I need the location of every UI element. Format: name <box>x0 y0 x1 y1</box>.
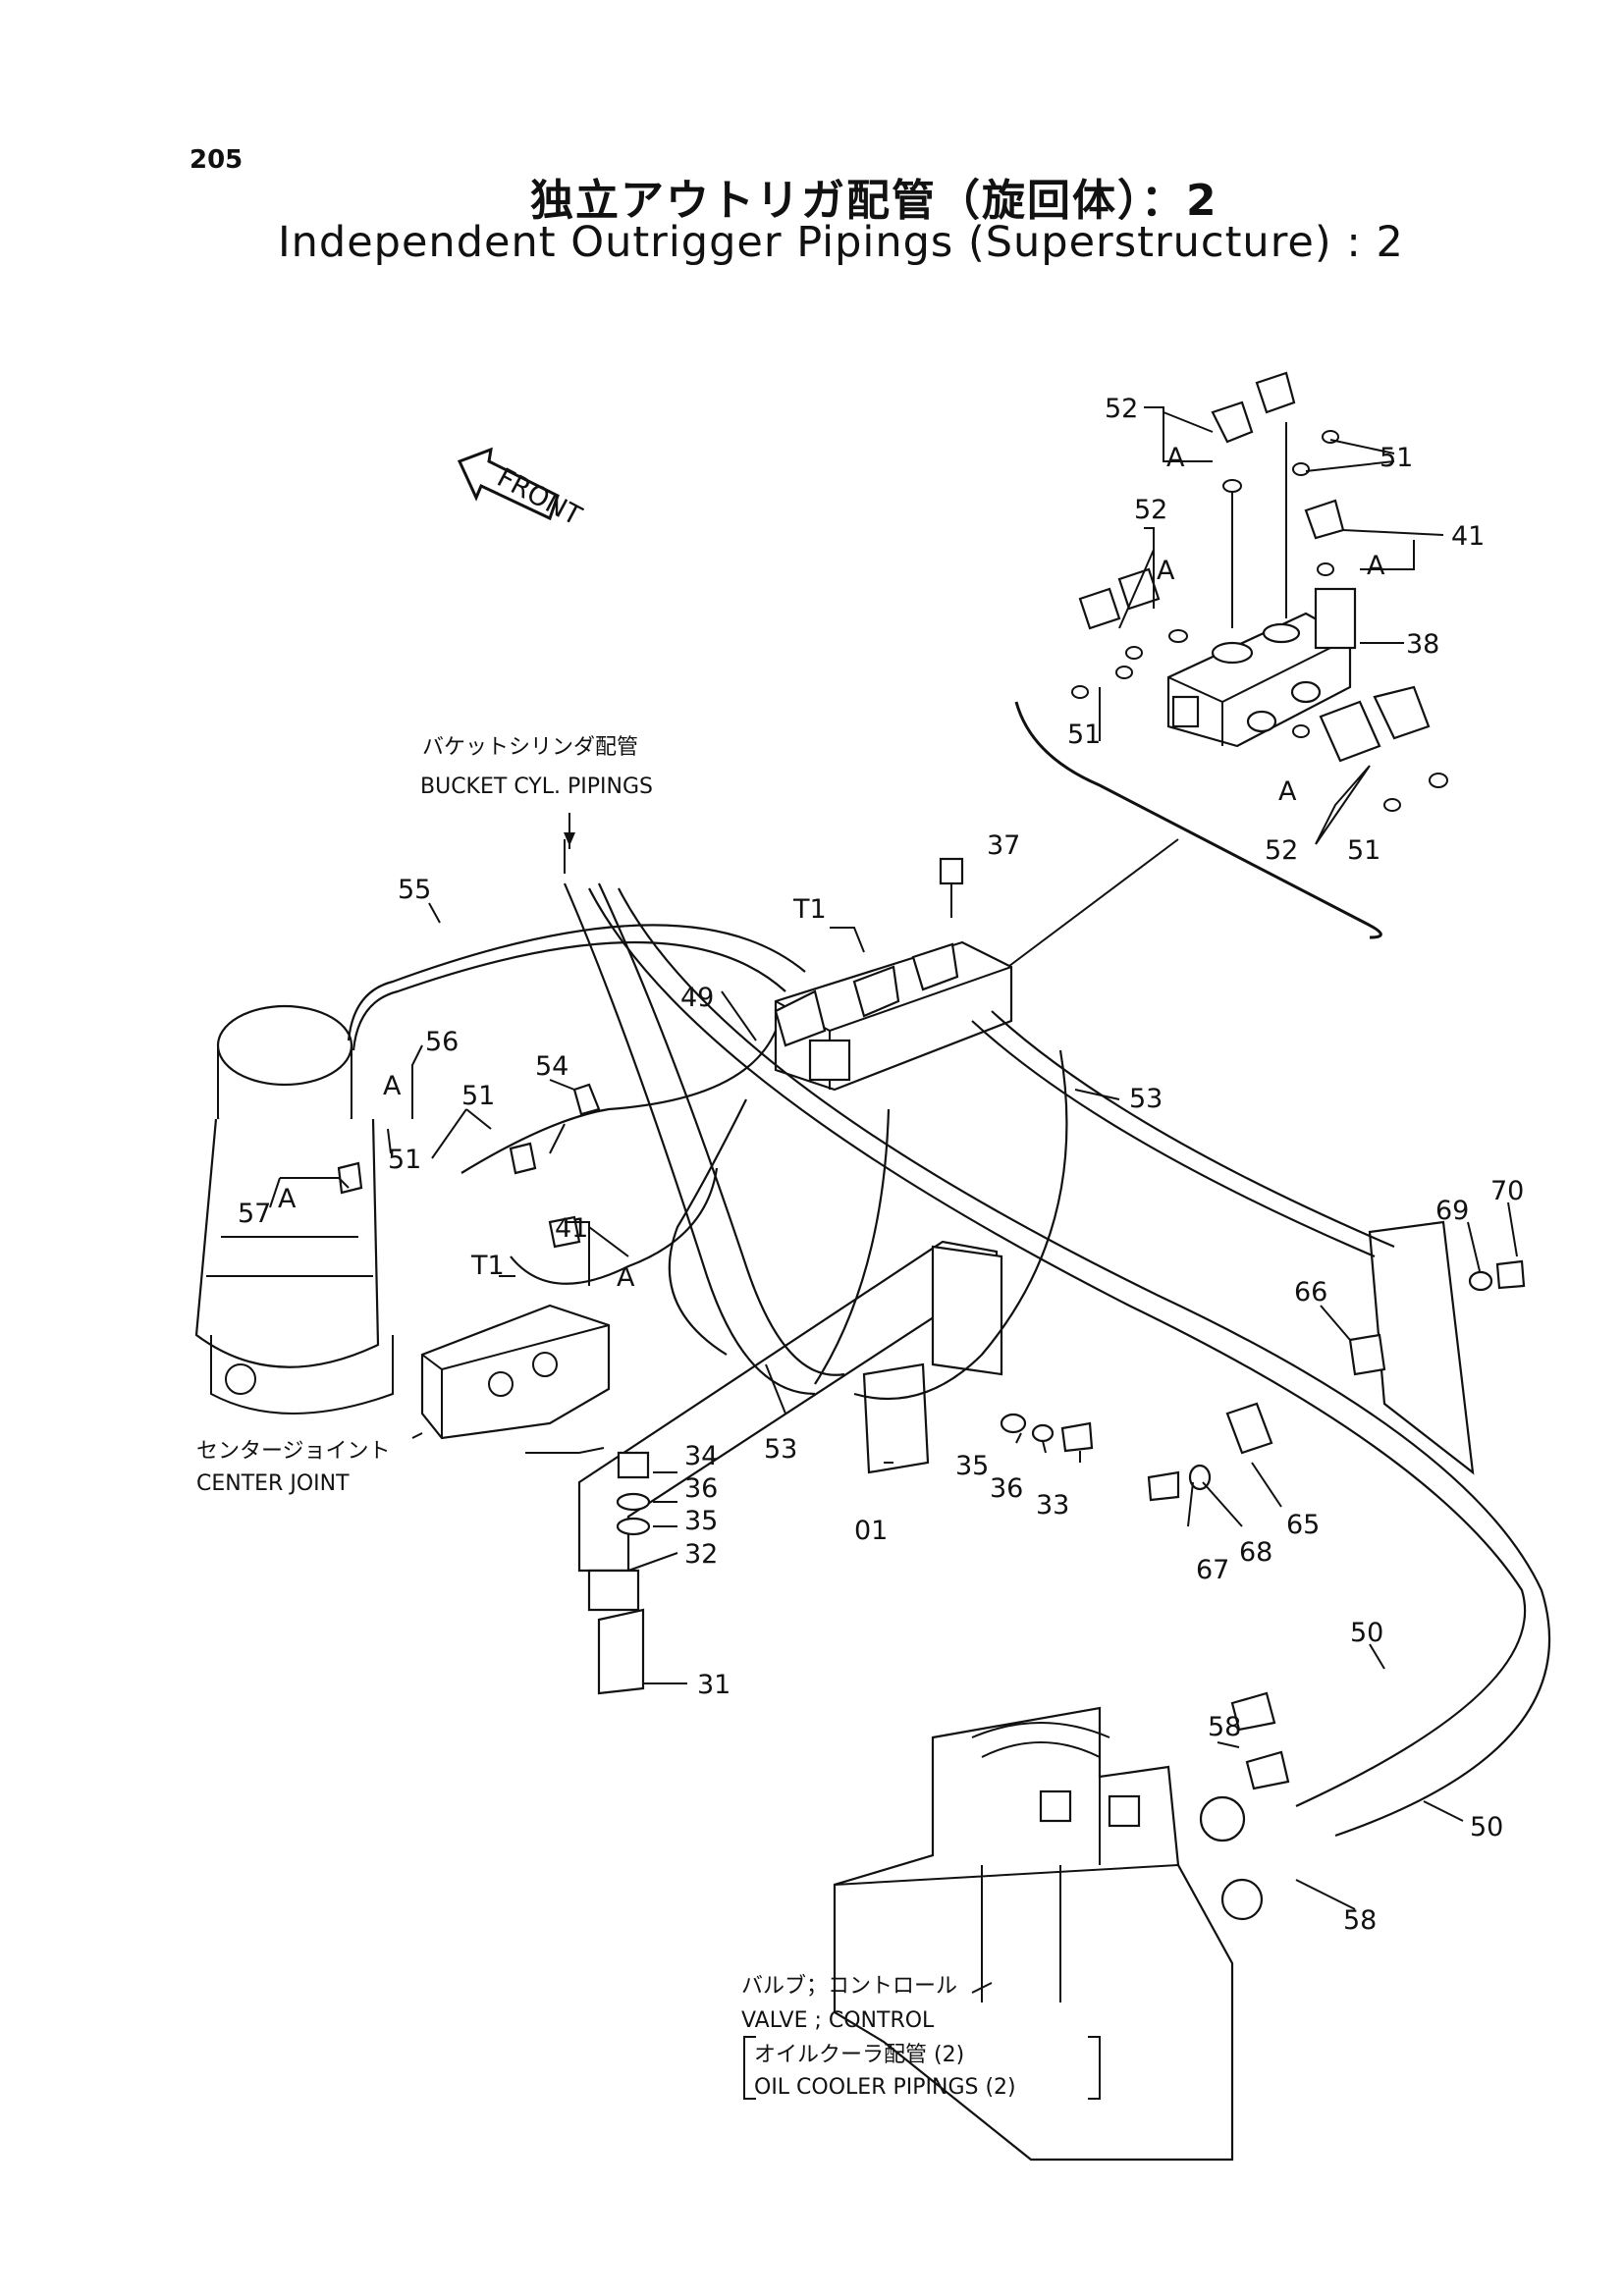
callout-50: 50 <box>1470 1812 1503 1842</box>
fasteners <box>337 857 1526 1790</box>
note-oil-cooler-jp: オイルクーラ配管 (2) <box>754 2043 964 2067</box>
section-mark-a: A <box>617 1262 635 1293</box>
callout-52: 52 <box>1105 394 1138 424</box>
callout-56: 56 <box>425 1027 459 1057</box>
support-bracket <box>577 1220 1475 1695</box>
callout-58: 58 <box>1343 1905 1377 1936</box>
detail-valve-block <box>1166 587 1357 748</box>
main-valve-block <box>774 940 1013 1092</box>
callout-32: 32 <box>684 1539 718 1570</box>
callout-33: 33 <box>1036 1490 1069 1521</box>
callout-50: 50 <box>1350 1618 1383 1648</box>
callout-55: 55 <box>398 875 431 905</box>
callout-66: 66 <box>1294 1277 1327 1308</box>
section-mark-a: A <box>1166 443 1185 473</box>
callout-67: 67 <box>1196 1555 1229 1585</box>
callout-51: 51 <box>1347 835 1380 866</box>
note-oil-cooler-en: OIL COOLER PIPINGS (2) <box>754 2075 1016 2100</box>
section-mark-a: A <box>1157 556 1175 586</box>
callout-leaders <box>269 813 1518 1994</box>
callout-51: 51 <box>1067 720 1101 750</box>
detail-fittings <box>1071 371 1448 812</box>
callout-36: 36 <box>684 1473 718 1504</box>
page-title-japanese: 独立アウトリガ配管（旋回体）：2 <box>530 176 1218 226</box>
callout-t1: T1 <box>470 1251 505 1281</box>
callout-69: 69 <box>1435 1196 1469 1226</box>
section-mark-a: A <box>278 1184 297 1214</box>
callout-53: 53 <box>1129 1084 1163 1114</box>
callout-01: 01 <box>854 1516 888 1546</box>
callout-t1: T1 <box>792 894 827 925</box>
callout-52: 52 <box>1265 835 1298 866</box>
section-mark-a: A <box>383 1071 402 1101</box>
callout-68: 68 <box>1239 1537 1272 1568</box>
callout-51: 51 <box>461 1081 495 1111</box>
center-joint <box>194 1004 394 1415</box>
callout-53: 53 <box>764 1434 797 1465</box>
note-bucket-en: BUCKET CYL. PIPINGS <box>420 774 653 799</box>
callout-38: 38 <box>1406 629 1439 660</box>
section-mark-a: A <box>1278 776 1297 807</box>
callout-41: 41 <box>555 1213 588 1244</box>
callout-51: 51 <box>1380 443 1413 473</box>
detail-leader-lines <box>1099 406 1444 845</box>
section-mark-a: A <box>1367 551 1385 581</box>
callout-34: 34 <box>684 1441 718 1471</box>
front-arrow-icon: FRONT <box>457 447 587 532</box>
callout-54: 54 <box>535 1051 568 1082</box>
part-callouts: 52 51 41 52 38 51 52 51 37 T1 55 49 53 5… <box>238 394 1524 1936</box>
callout-37: 37 <box>987 830 1020 861</box>
callout-36: 36 <box>990 1473 1023 1504</box>
hose-lines <box>347 882 1551 1838</box>
detail-inset-outline <box>1014 701 1382 939</box>
callout-52: 52 <box>1134 495 1167 525</box>
callout-51: 51 <box>388 1145 421 1175</box>
note-bucket-jp: バケットシリンダ配管 <box>422 735 638 760</box>
note-center-joint-jp: センタージョイント <box>196 1439 391 1464</box>
callout-35: 35 <box>955 1451 989 1481</box>
callout-35: 35 <box>684 1506 718 1536</box>
callout-41: 41 <box>1451 521 1485 552</box>
callout-31: 31 <box>697 1670 730 1700</box>
note-center-joint-en: CENTER JOINT <box>196 1471 350 1496</box>
callout-49: 49 <box>680 983 714 1013</box>
callout-70: 70 <box>1490 1176 1524 1206</box>
diagram-notes: バケットシリンダ配管 BUCKET CYL. PIPINGS センタージョイント… <box>196 735 1101 2100</box>
callout-65: 65 <box>1286 1510 1320 1540</box>
page-title-english: Independent Outrigger Pipings (Superstru… <box>278 218 1404 267</box>
note-valve-jp: バルブ；コントロール <box>741 1974 957 1999</box>
directional-valve <box>420 1304 611 1440</box>
detail-leader-line <box>1001 838 1179 973</box>
note-valve-en: VALVE ; CONTROL <box>741 2008 935 2033</box>
callout-58: 58 <box>1208 1712 1241 1742</box>
callout-57: 57 <box>238 1199 271 1229</box>
page-number: 205 <box>189 145 243 175</box>
control-valve-body <box>833 1706 1264 2162</box>
